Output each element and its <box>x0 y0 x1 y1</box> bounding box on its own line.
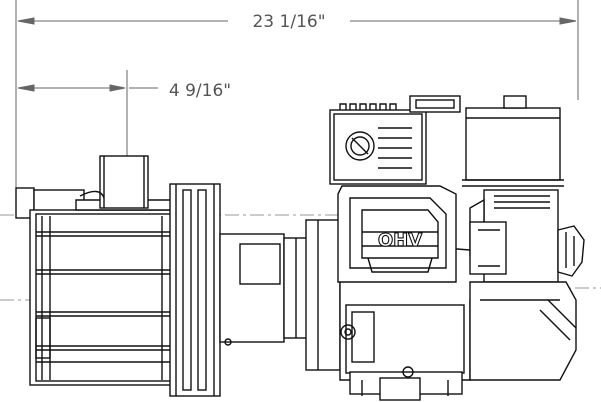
pump-volute <box>15 187 176 386</box>
inlet-pipe <box>75 155 177 211</box>
recoil-starter <box>469 189 559 283</box>
ohv-badge: OHV <box>378 230 422 251</box>
shaft-housing <box>219 219 341 371</box>
overall-length-label: 23 1/16" <box>252 12 325 32</box>
pump-flange <box>169 183 221 397</box>
fuel-tank <box>462 95 564 187</box>
dimension-overall-length <box>15 0 579 188</box>
control-knob-icon <box>345 131 375 161</box>
engine-head <box>337 185 457 283</box>
inlet-offset-label: 4 9/16" <box>169 81 231 101</box>
engine-side-cover <box>469 281 577 381</box>
air-filter-panel <box>329 95 461 185</box>
starter-handle-icon <box>557 225 585 277</box>
